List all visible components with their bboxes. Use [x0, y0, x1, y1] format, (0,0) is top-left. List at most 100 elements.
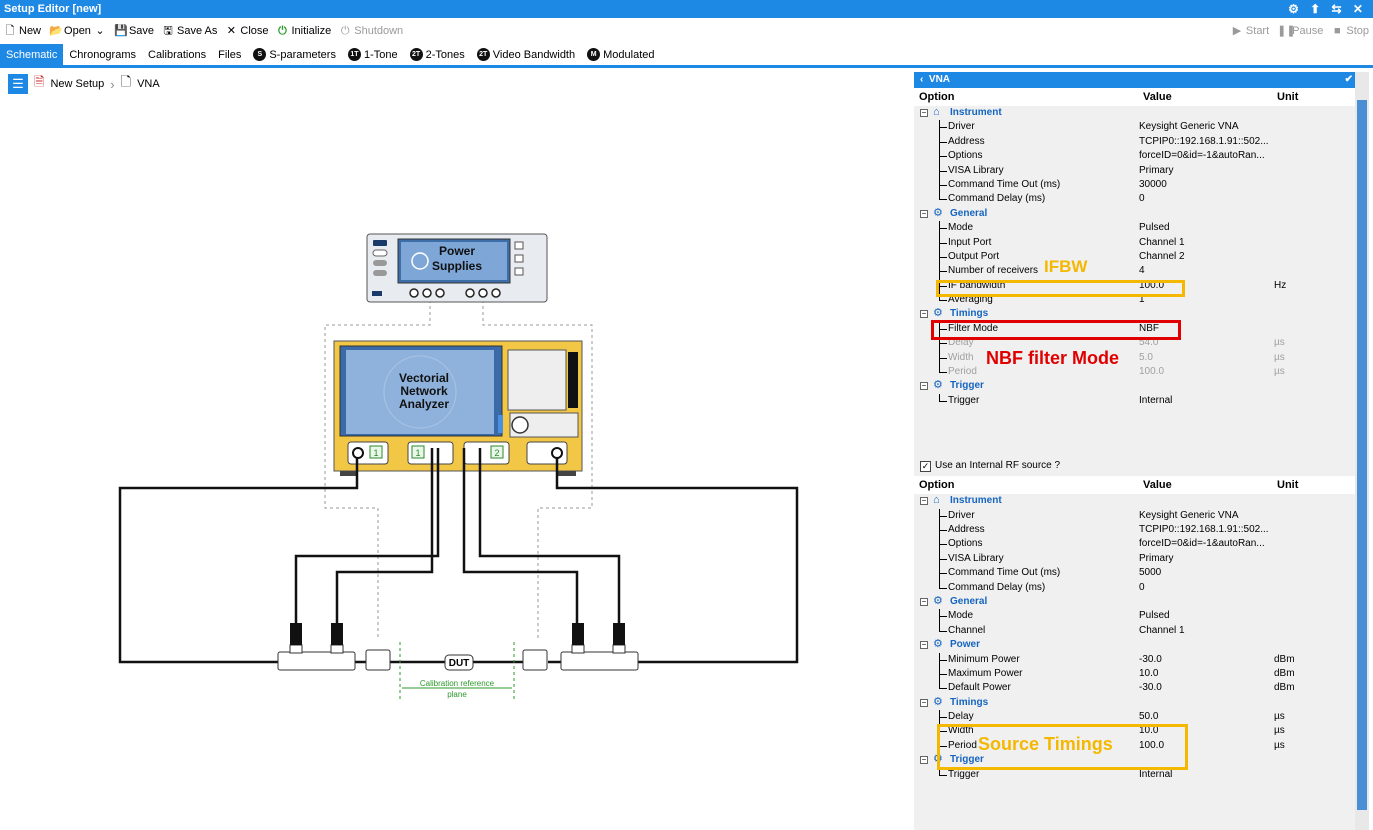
close-button[interactable]: ✕Close [221, 21, 272, 41]
collapse-icon[interactable]: − [920, 697, 928, 707]
property-value[interactable]: Internal [1139, 394, 1173, 406]
open-button[interactable]: 📂Open⌄ [45, 21, 110, 41]
group-instrument[interactable]: −⌂Instrument [914, 106, 1359, 120]
property-value[interactable]: -30.0 [1139, 682, 1162, 694]
window-controls[interactable]: ⚙ ⬆ ⇆ ✕ [1288, 2, 1367, 16]
hamburger-menu-icon[interactable]: ☰ [8, 74, 28, 94]
property-value[interactable]: 100.0 [1139, 366, 1165, 378]
breadcrumb-current[interactable]: VNA [137, 78, 160, 90]
scrollbar-thumb[interactable] [1357, 100, 1367, 810]
property-value[interactable]: 50.0 [1139, 711, 1159, 723]
property-value[interactable]: TCPIP0::192.168.1.91::502... [1139, 135, 1269, 147]
property-value[interactable]: NBF [1139, 322, 1159, 334]
property-value[interactable]: 30000 [1139, 178, 1167, 190]
property-value[interactable]: 10.0 [1139, 667, 1159, 679]
property-value[interactable]: 5.0 [1139, 351, 1153, 363]
property-value[interactable]: TCPIP0::192.168.1.91::502... [1139, 523, 1269, 535]
new-button[interactable]: 🗋New [0, 21, 45, 41]
property-row[interactable]: Command Time Out (ms)30000 [914, 177, 1359, 193]
tab-files[interactable]: Files [212, 44, 247, 66]
save-as-button[interactable]: 🖫Save As [158, 21, 221, 41]
property-row[interactable]: Command Delay (ms)0 [914, 192, 1359, 206]
property-value[interactable]: 10.0 [1139, 725, 1159, 737]
check-icon[interactable]: ✔ [1344, 74, 1353, 85]
collapse-icon[interactable]: − [920, 640, 928, 650]
group-trigger[interactable]: −⚙Trigger [914, 379, 1359, 393]
property-value[interactable]: Channel 1 [1139, 236, 1185, 248]
chevron-down-icon[interactable]: ⌄ [95, 25, 105, 37]
property-value[interactable]: Pulsed [1139, 610, 1170, 622]
tab-chronograms[interactable]: Chronograms [63, 44, 142, 66]
property-row[interactable]: Command Delay (ms)0 [914, 580, 1359, 595]
property-row[interactable]: Command Time Out (ms)5000 [914, 566, 1359, 582]
collapse-icon[interactable]: − [920, 596, 928, 606]
group-power[interactable]: −⚙Power [914, 638, 1359, 652]
property-value[interactable]: 1 [1139, 294, 1145, 306]
property-value[interactable]: 54.0 [1139, 337, 1159, 349]
internal-rf-source-row[interactable]: ✓ Use an Internal RF source ? [914, 456, 1359, 476]
property-value[interactable]: 0 [1139, 193, 1145, 205]
property-value[interactable]: Primary [1139, 552, 1174, 564]
property-value[interactable]: 4 [1139, 265, 1145, 277]
power-supplies-instrument[interactable] [366, 233, 548, 303]
start-button[interactable]: ▶Start [1227, 21, 1273, 41]
collapse-icon[interactable]: − [920, 208, 928, 218]
property-value[interactable]: Keysight Generic VNA [1139, 121, 1239, 133]
property-value[interactable]: Channel 2 [1139, 250, 1185, 262]
breadcrumb-root[interactable]: New Setup [50, 78, 105, 90]
tab-calibrations[interactable]: Calibrations [142, 44, 212, 66]
collapse-icon[interactable]: − [920, 309, 928, 319]
chevron-left-icon[interactable]: ‹ [920, 74, 924, 85]
group-general[interactable]: −⚙General [914, 595, 1359, 609]
save-button[interactable]: 💾Save [110, 21, 158, 41]
shutdown-button[interactable]: ⏻Shutdown [335, 21, 407, 41]
property-value[interactable]: Internal [1139, 768, 1173, 780]
property-value[interactable]: 100.0 [1139, 279, 1165, 291]
vna-instrument[interactable] [333, 340, 583, 476]
property-value[interactable]: Pulsed [1139, 222, 1170, 234]
group-timings[interactable]: −⚙Timings [914, 696, 1359, 710]
property-value[interactable]: forceID=0&id=-1&autoRan... [1139, 538, 1265, 550]
property-value[interactable]: Primary [1139, 164, 1174, 176]
property-value[interactable]: 100.0 [1139, 739, 1165, 751]
property-value[interactable]: forceID=0&id=-1&autoRan... [1139, 150, 1265, 162]
group-instrument[interactable]: −⌂Instrument [914, 494, 1359, 508]
collapse-icon[interactable]: − [920, 381, 928, 391]
property-value[interactable]: Keysight Generic VNA [1139, 509, 1239, 521]
collapse-icon[interactable]: − [920, 496, 928, 506]
property-value[interactable]: 5000 [1139, 567, 1162, 579]
group-timings[interactable]: −⚙Timings [914, 307, 1359, 321]
pause-button[interactable]: ❚❚Pause [1273, 21, 1327, 41]
tab-schematic[interactable]: Schematic [0, 43, 64, 66]
group-general[interactable]: −⚙General [914, 207, 1359, 221]
dut-box[interactable] [444, 654, 474, 671]
property-value[interactable]: -30.0 [1139, 653, 1162, 665]
internal-rf-checkbox[interactable]: ✓ [920, 460, 931, 472]
